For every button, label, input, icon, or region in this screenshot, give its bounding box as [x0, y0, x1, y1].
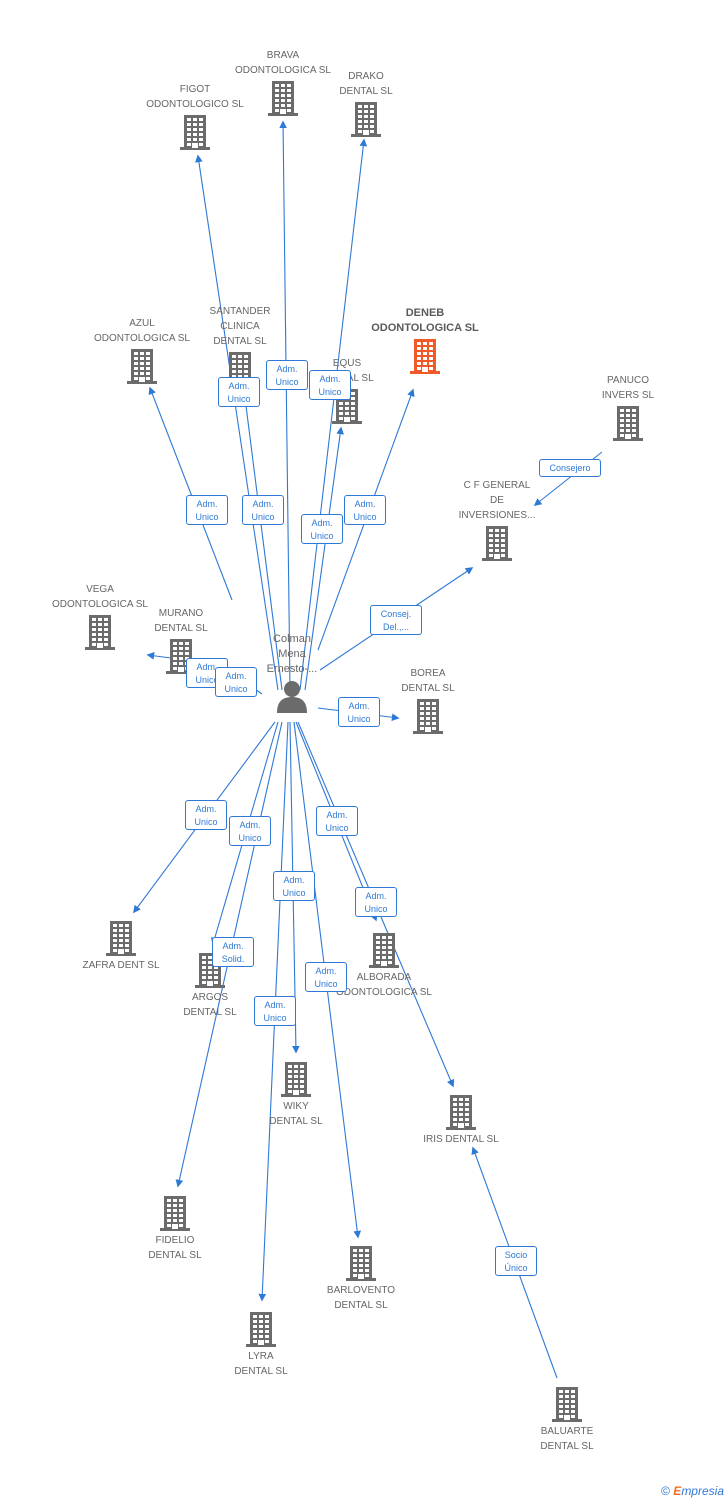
building-icon[interactable]	[158, 1195, 192, 1231]
edge-person-azul	[148, 386, 233, 601]
relation-badge[interactable]: Adm. Unico	[185, 800, 227, 830]
building-icon[interactable]	[279, 1061, 313, 1097]
relation-badge[interactable]: Adm. Unico	[301, 514, 343, 544]
building-icon[interactable]	[408, 338, 442, 374]
edge-person-equs	[304, 426, 344, 691]
building-icon[interactable]	[125, 348, 159, 384]
relation-badge[interactable]: Adm. Unico	[215, 667, 257, 697]
company-node-zafra[interactable]: ZAFRA DENT SL	[46, 920, 196, 973]
company-node-fidelio[interactable]: FIDELIO DENTAL SL	[100, 1195, 250, 1263]
company-label[interactable]: FIGOT ODONTOLOGICO SL	[146, 84, 244, 110]
relation-badge[interactable]: Adm. Unico	[218, 377, 260, 407]
relation-badge[interactable]: Adm. Unico	[338, 697, 380, 727]
person-name[interactable]: Colman Mena Ernesto-...	[266, 633, 318, 675]
edge-person-brava	[279, 120, 291, 691]
company-label[interactable]: ALBORADA ODONTOLOGICA SL	[336, 972, 432, 998]
empresia-logo-e: E	[673, 1484, 682, 1498]
building-icon[interactable]	[83, 614, 117, 650]
footer-brand: © Empresia	[661, 1484, 724, 1498]
relation-badge[interactable]: Adm. Unico	[186, 495, 228, 525]
edge-person-santander	[240, 388, 283, 691]
company-label[interactable]: AZUL ODONTOLOGICA SL	[94, 318, 190, 344]
relation-badge[interactable]: Adm. Unico	[309, 370, 351, 400]
company-node-cfgeneral[interactable]: C F GENERAL DE INVERSIONES...	[422, 478, 572, 561]
company-label[interactable]: ZAFRA DENT SL	[82, 960, 160, 971]
relation-badge[interactable]: Adm. Unico	[242, 495, 284, 525]
building-icon[interactable]	[178, 114, 212, 150]
company-node-azul[interactable]: AZUL ODONTOLOGICA SL	[67, 316, 217, 384]
building-icon[interactable]	[411, 698, 445, 734]
building-icon[interactable]	[104, 920, 138, 956]
company-node-baluarte[interactable]: BALUARTE DENTAL SL	[492, 1386, 642, 1454]
company-node-brava[interactable]: BRAVA ODONTOLOGICA SL	[208, 48, 358, 116]
company-label[interactable]: IRIS DENTAL SL	[423, 1134, 499, 1145]
company-label[interactable]: WIKY DENTAL SL	[269, 1101, 323, 1127]
relation-badge[interactable]: Adm. Unico	[273, 871, 315, 901]
relation-badge[interactable]: Adm. Solid.	[212, 937, 254, 967]
company-label[interactable]: BARLOVENTO DENTAL SL	[326, 1285, 396, 1311]
company-node-alborada[interactable]: ALBORADA ODONTOLOGICA SL	[309, 932, 459, 1000]
company-label[interactable]: DRAKO DENTAL SL	[339, 71, 393, 97]
building-icon[interactable]	[550, 1386, 584, 1422]
company-label[interactable]: BOREA DENTAL SL	[401, 668, 455, 694]
company-node-lyra[interactable]: LYRA DENTAL SL	[186, 1311, 336, 1379]
company-label[interactable]: FIDELIO DENTAL SL	[148, 1235, 202, 1261]
edge-person-drako	[299, 138, 368, 691]
relation-badge[interactable]: Consej. Del.,...	[370, 605, 422, 635]
relation-badge[interactable]: Adm. Unico	[254, 996, 296, 1026]
company-node-drako[interactable]: DRAKO DENTAL SL	[291, 69, 441, 137]
company-node-vega[interactable]: VEGA ODONTOLOGICA SL	[25, 582, 175, 650]
company-node-iris[interactable]: IRIS DENTAL SL	[386, 1094, 536, 1147]
relation-badge[interactable]: Adm. Unico	[316, 806, 358, 836]
building-icon[interactable]	[266, 80, 300, 116]
company-label[interactable]: C F GENERAL DE INVERSIONES...	[458, 480, 536, 521]
company-label[interactable]: BALUARTE DENTAL SL	[540, 1426, 594, 1452]
company-label[interactable]: SANTANDER CLINICA DENTAL SL	[209, 306, 271, 347]
company-label[interactable]: VEGA ODONTOLOGICA SL	[52, 584, 148, 610]
building-icon[interactable]	[349, 101, 383, 137]
relation-badge[interactable]: Adm. Unico	[355, 887, 397, 917]
company-label[interactable]: DENEB ODONTOLOGICA SL	[371, 307, 479, 334]
person-node[interactable]: Colman Mena Ernesto-...	[247, 632, 337, 715]
building-icon[interactable]	[244, 1311, 278, 1347]
company-node-deneb[interactable]: DENEB ODONTOLOGICA SL	[350, 306, 500, 374]
company-node-figot[interactable]: FIGOT ODONTOLOGICO SL	[120, 82, 270, 150]
company-label[interactable]: ARGOS DENTAL SL	[183, 992, 237, 1018]
person-icon[interactable]	[275, 679, 309, 715]
copyright-symbol: ©	[661, 1484, 670, 1498]
relation-badge[interactable]: Adm. Unico	[344, 495, 386, 525]
relation-badge[interactable]: Consejero	[539, 459, 601, 477]
building-icon[interactable]	[344, 1245, 378, 1281]
building-icon[interactable]	[367, 932, 401, 968]
company-node-borea[interactable]: BOREA DENTAL SL	[353, 666, 503, 734]
company-label[interactable]: MURANO DENTAL SL	[154, 608, 208, 634]
relation-badge[interactable]: Adm. Unico	[229, 816, 271, 846]
building-icon[interactable]	[444, 1094, 478, 1130]
company-label[interactable]: PANUCO INVERS SL	[601, 375, 655, 401]
building-icon[interactable]	[611, 405, 645, 441]
relation-badge[interactable]: Socio Único	[495, 1246, 537, 1276]
company-node-barlovento[interactable]: BARLOVENTO DENTAL SL	[286, 1245, 436, 1313]
company-label[interactable]: BRAVA ODONTOLOGICA SL	[235, 50, 331, 76]
building-icon[interactable]	[480, 525, 514, 561]
company-node-panuco[interactable]: PANUCO INVERS SL	[553, 373, 703, 441]
company-node-murano[interactable]: MURANO DENTAL SL	[106, 606, 256, 674]
relation-badge[interactable]: Adm. Unico	[266, 360, 308, 390]
relation-badge[interactable]: Adm. Unico	[305, 962, 347, 992]
company-label[interactable]: LYRA DENTAL SL	[234, 1351, 288, 1377]
edge-person-figot	[195, 154, 279, 691]
empresia-logo-text: mpresia	[681, 1484, 724, 1498]
company-node-wiky[interactable]: WIKY DENTAL SL	[221, 1061, 371, 1129]
